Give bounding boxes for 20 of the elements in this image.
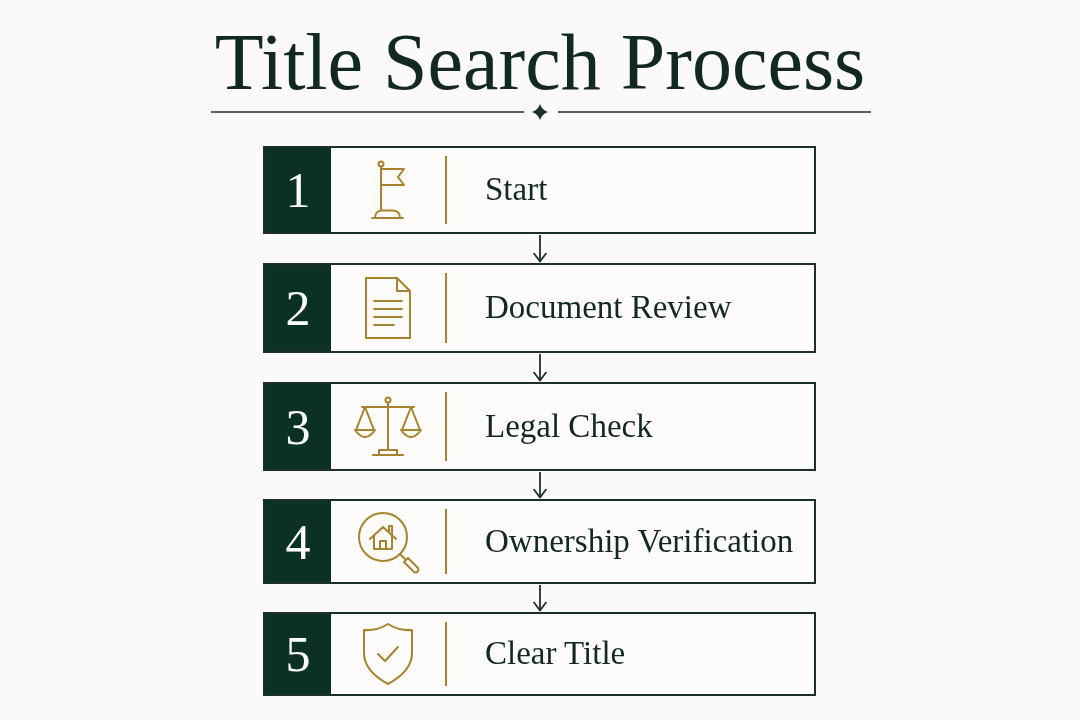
step-number: 2 — [265, 265, 331, 351]
step-label: Ownership Verification — [485, 521, 795, 561]
arrow — [533, 471, 547, 499]
arrow — [533, 234, 547, 263]
step-box — [263, 382, 816, 471]
step-box — [263, 499, 816, 584]
step-number: 3 — [265, 384, 331, 469]
step-box — [263, 146, 816, 234]
step-number: 1 — [265, 148, 331, 232]
step-label: Clear Title — [485, 634, 627, 674]
step-number: 5 — [265, 614, 331, 694]
step-label: Start — [485, 170, 549, 210]
step-label: Document Review — [485, 288, 733, 328]
title: Title Search Process — [214, 22, 866, 102]
step-box — [263, 263, 816, 353]
arrow — [533, 584, 547, 612]
step-label: Legal Check — [485, 406, 654, 446]
step-number: 4 — [265, 501, 331, 582]
step-box — [263, 612, 816, 696]
arrow — [533, 353, 547, 382]
